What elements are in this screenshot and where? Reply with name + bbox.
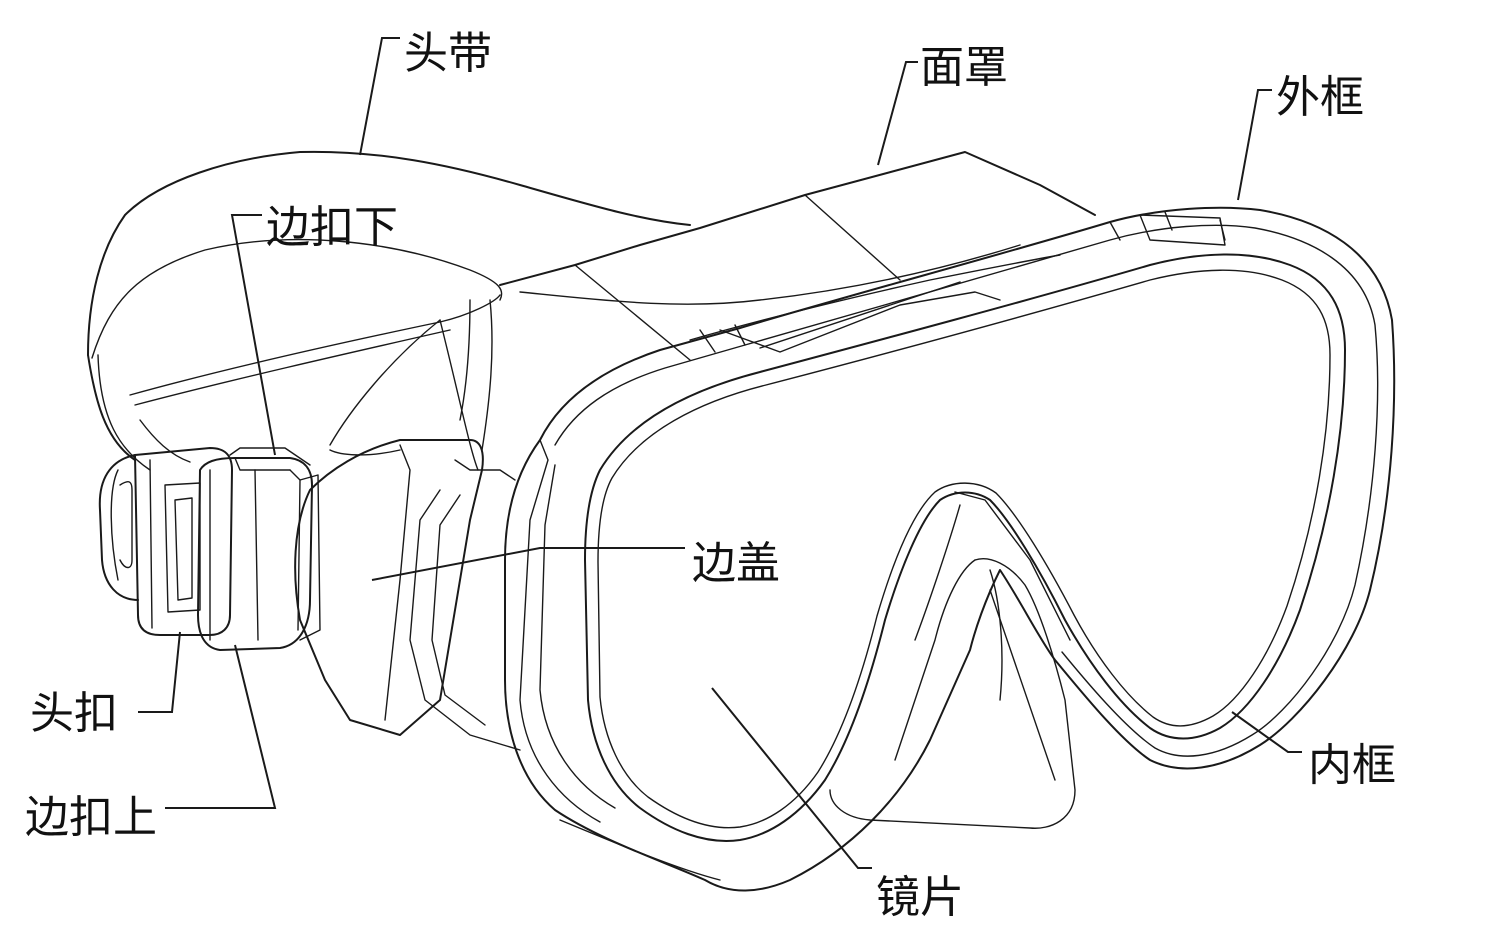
label-head-strap: 头带 [404, 28, 492, 79]
label-side-buckle-upper: 边扣上 [25, 792, 157, 843]
head-strap-drawing [87, 150, 691, 471]
inner-frame-drawing [584, 253, 1346, 842]
side-cover-drawing [294, 439, 521, 751]
label-head-buckle: 头扣 [30, 688, 118, 739]
outer-frame-drawing [504, 206, 1396, 892]
label-outer-frame: 外框 [1276, 72, 1364, 123]
leader-head-buckle [138, 631, 181, 713]
leader-side-cover [371, 547, 685, 581]
side-buckle-drawing [197, 447, 321, 651]
leader-lines [138, 37, 1302, 869]
label-lens: 镜片 [876, 872, 964, 923]
leader-side-buckle-upper [165, 644, 277, 809]
lens-drawing [829, 558, 1076, 829]
label-inner-frame: 内框 [1308, 740, 1396, 791]
leader-inner-frame [1231, 711, 1302, 753]
leader-side-buckle-lower [230, 214, 276, 456]
label-mask-skirt: 面罩 [920, 42, 1008, 93]
leader-outer-frame [1237, 89, 1272, 201]
mask-skirt-drawing [329, 151, 1096, 471]
label-side-cover: 边盖 [692, 538, 780, 589]
leader-lens [711, 687, 872, 869]
leader-mask-skirt [877, 61, 918, 166]
head-buckle-drawing [98, 447, 233, 636]
label-side-buckle-lower: 边扣下 [266, 202, 398, 253]
leader-head-strap [359, 37, 400, 156]
